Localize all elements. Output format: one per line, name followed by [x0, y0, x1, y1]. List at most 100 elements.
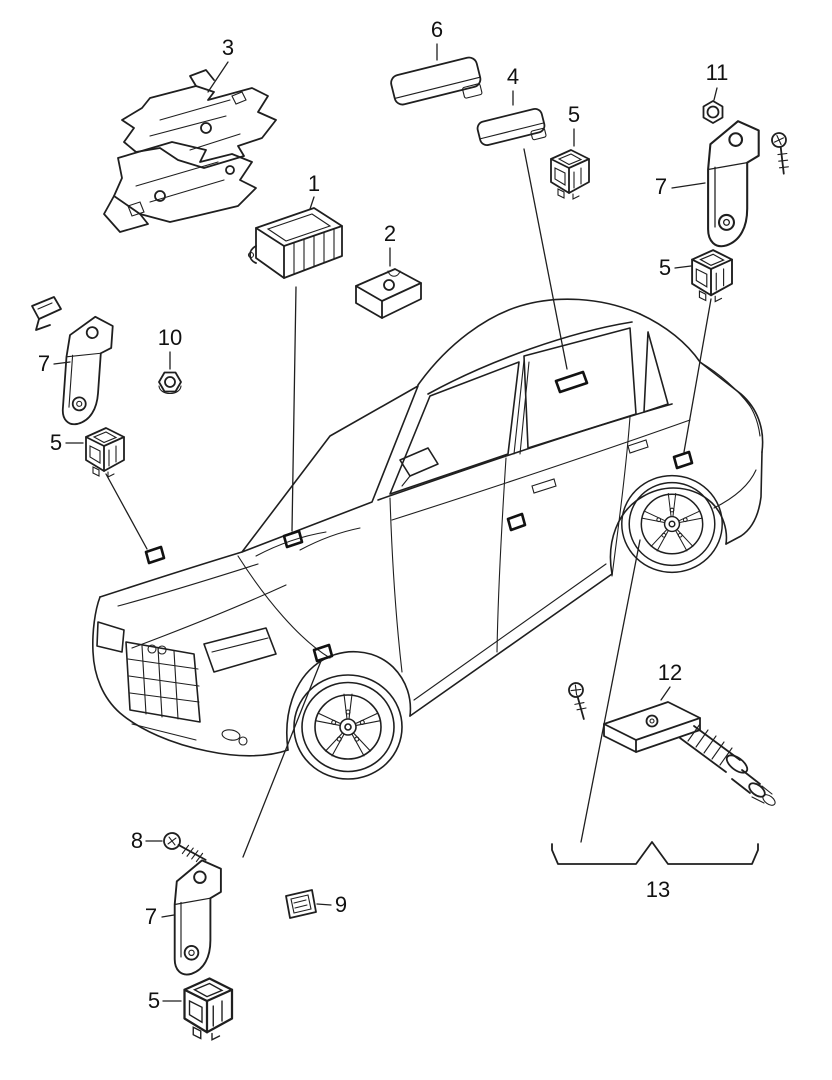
part-7-bracket-bottom	[173, 859, 222, 976]
rear-door-handle	[627, 439, 649, 454]
wiper-arc-left	[255, 531, 327, 557]
callout-12-tick	[660, 686, 671, 701]
part-12-tpms-sensor	[568, 682, 776, 806]
windshield	[241, 385, 419, 553]
b-pillar-line	[519, 361, 530, 455]
callout-12-label: 12	[658, 660, 682, 685]
hood-crease-1	[117, 563, 259, 607]
hood-rear-edge	[99, 551, 243, 598]
drip-rail	[427, 321, 633, 395]
screw-right-bracket	[771, 132, 789, 175]
part-2-module-bracket	[355, 268, 422, 319]
headlight-inner-line	[211, 637, 269, 653]
callout-8-label: 8	[131, 828, 143, 853]
roof-line	[417, 298, 641, 386]
grille	[125, 641, 201, 723]
callout-10-label: 10	[158, 325, 182, 350]
grille-slat	[127, 658, 199, 670]
callout-labels: 3 6 4 5 11 7 5 1 2 7 10 5 8 7 9 5 12	[38, 17, 729, 1013]
fog-light	[221, 729, 241, 741]
headlight-left	[96, 621, 125, 653]
b-pillar-line	[513, 359, 525, 455]
part-9-clip	[285, 889, 317, 919]
rear-door-window	[523, 327, 637, 449]
callout-5-label: 5	[568, 102, 580, 127]
grille-slat	[129, 692, 200, 703]
trunk-seam	[699, 361, 751, 407]
rocker-inner-line	[413, 563, 607, 701]
part-6-antenna-module	[390, 56, 483, 106]
callout-13-label: 13	[646, 877, 670, 902]
callout-7bottom-tick	[161, 914, 175, 918]
callout-7right-tick	[671, 182, 706, 189]
part-11-nut	[702, 100, 724, 124]
grille-bar	[173, 650, 179, 720]
side-mirror	[399, 447, 439, 477]
quarter-sensor-mark	[672, 450, 694, 470]
callout-5-label: 5	[50, 430, 62, 455]
rocker-sensor-mark	[312, 643, 334, 663]
part-1-control-module	[247, 207, 343, 279]
leader-part4-to-roof	[523, 148, 568, 370]
part-8-screw	[163, 832, 207, 863]
front-door-seam	[496, 457, 507, 653]
part-5-connector-bottom	[183, 977, 234, 1041]
part-10-nut	[158, 371, 182, 395]
leader-rearwheel-to-part13	[580, 539, 641, 843]
part-5-connector-left	[85, 427, 125, 478]
part-13-range-bracket	[551, 841, 759, 865]
bumper-intake-line	[131, 723, 197, 741]
callout-1-tick	[309, 196, 315, 210]
callout-7left-tick	[53, 361, 71, 365]
front-wheel	[293, 674, 403, 780]
part-7-bracket-left	[60, 314, 115, 428]
leader-lines	[105, 148, 712, 858]
rocker-line	[409, 573, 613, 717]
rear-wheel-arch	[609, 487, 728, 575]
leader-part5left-to-fender	[105, 473, 148, 550]
part-5-connector-right	[691, 249, 733, 303]
rear-door-seam	[611, 416, 631, 577]
part-7-bracket-right	[707, 120, 760, 248]
shoulder-crease	[391, 419, 691, 521]
callout-3-tick	[207, 61, 229, 93]
location-marks	[144, 370, 694, 663]
front-nose-outline	[92, 596, 289, 757]
grille-slat	[128, 675, 200, 687]
fender-sensor-mark	[144, 545, 166, 565]
callout-11-tick	[713, 87, 718, 101]
callout-7-label: 7	[38, 351, 50, 376]
clip-left-bracket	[31, 296, 62, 331]
windshield-sensor-mark	[282, 529, 304, 549]
rear-bumper-outline	[725, 451, 763, 545]
part-5-connector-top	[550, 149, 590, 200]
callout-7-label: 7	[145, 904, 157, 929]
headlight-main	[203, 627, 277, 673]
callout-5-label: 5	[659, 255, 671, 280]
car-illustration	[92, 298, 764, 780]
callout-9-label: 9	[335, 892, 347, 917]
leader-part1-to-windshield	[291, 286, 297, 532]
callout-4-label: 4	[507, 64, 519, 89]
part-3-carrier-bracket	[103, 69, 277, 233]
front-door-handle	[531, 478, 557, 494]
grille-bar	[141, 645, 147, 715]
beltline	[377, 403, 673, 501]
callout-5-label: 5	[148, 988, 160, 1013]
callout-9-tick	[316, 903, 332, 906]
grille-bar	[157, 647, 163, 718]
tpms-screw	[568, 682, 587, 720]
rear-window-edge	[639, 313, 701, 363]
callout-1-label: 1	[308, 171, 320, 196]
rear-skirt-line	[713, 469, 757, 509]
part-4-antenna-reader	[476, 107, 547, 147]
leader-bottom-bracket-to-rocker	[242, 660, 322, 858]
leader-part5right-to-quarter	[683, 298, 712, 453]
roof-antenna-mark	[554, 370, 589, 394]
callout-5right-tick	[674, 265, 692, 269]
callout-3-label: 3	[222, 35, 234, 60]
front-wheel-arch	[286, 651, 412, 751]
tow-hook-cover	[238, 736, 248, 746]
